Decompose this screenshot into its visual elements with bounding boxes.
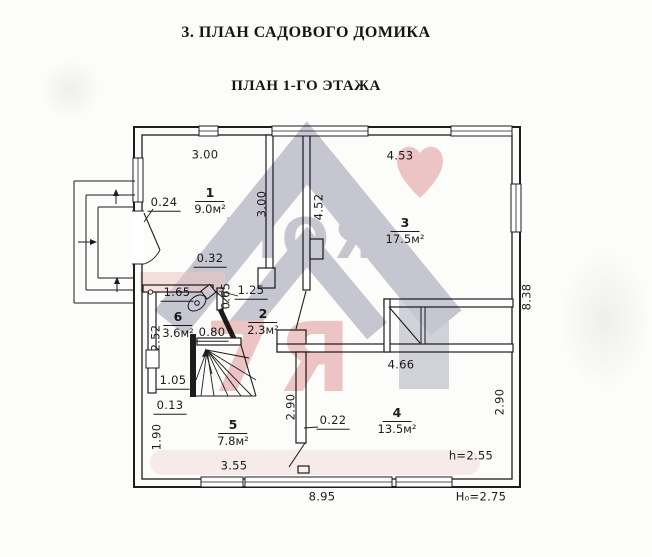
porch-steps xyxy=(73,180,135,304)
floor-subtitle: ПЛАН 1-ГО ЭТАЖА xyxy=(231,78,381,94)
stove-block xyxy=(309,238,324,260)
threshold xyxy=(297,465,310,474)
page-title: 3. ПЛАН САДОВОГО ДОМИКА xyxy=(181,24,431,41)
staircase xyxy=(195,344,257,397)
sink-icon xyxy=(145,349,160,369)
plan-ink xyxy=(73,125,522,488)
door-pivot-mark xyxy=(147,289,154,295)
interior-doors xyxy=(212,288,426,468)
dimension-leaders xyxy=(143,208,319,429)
flue-block xyxy=(257,267,276,289)
